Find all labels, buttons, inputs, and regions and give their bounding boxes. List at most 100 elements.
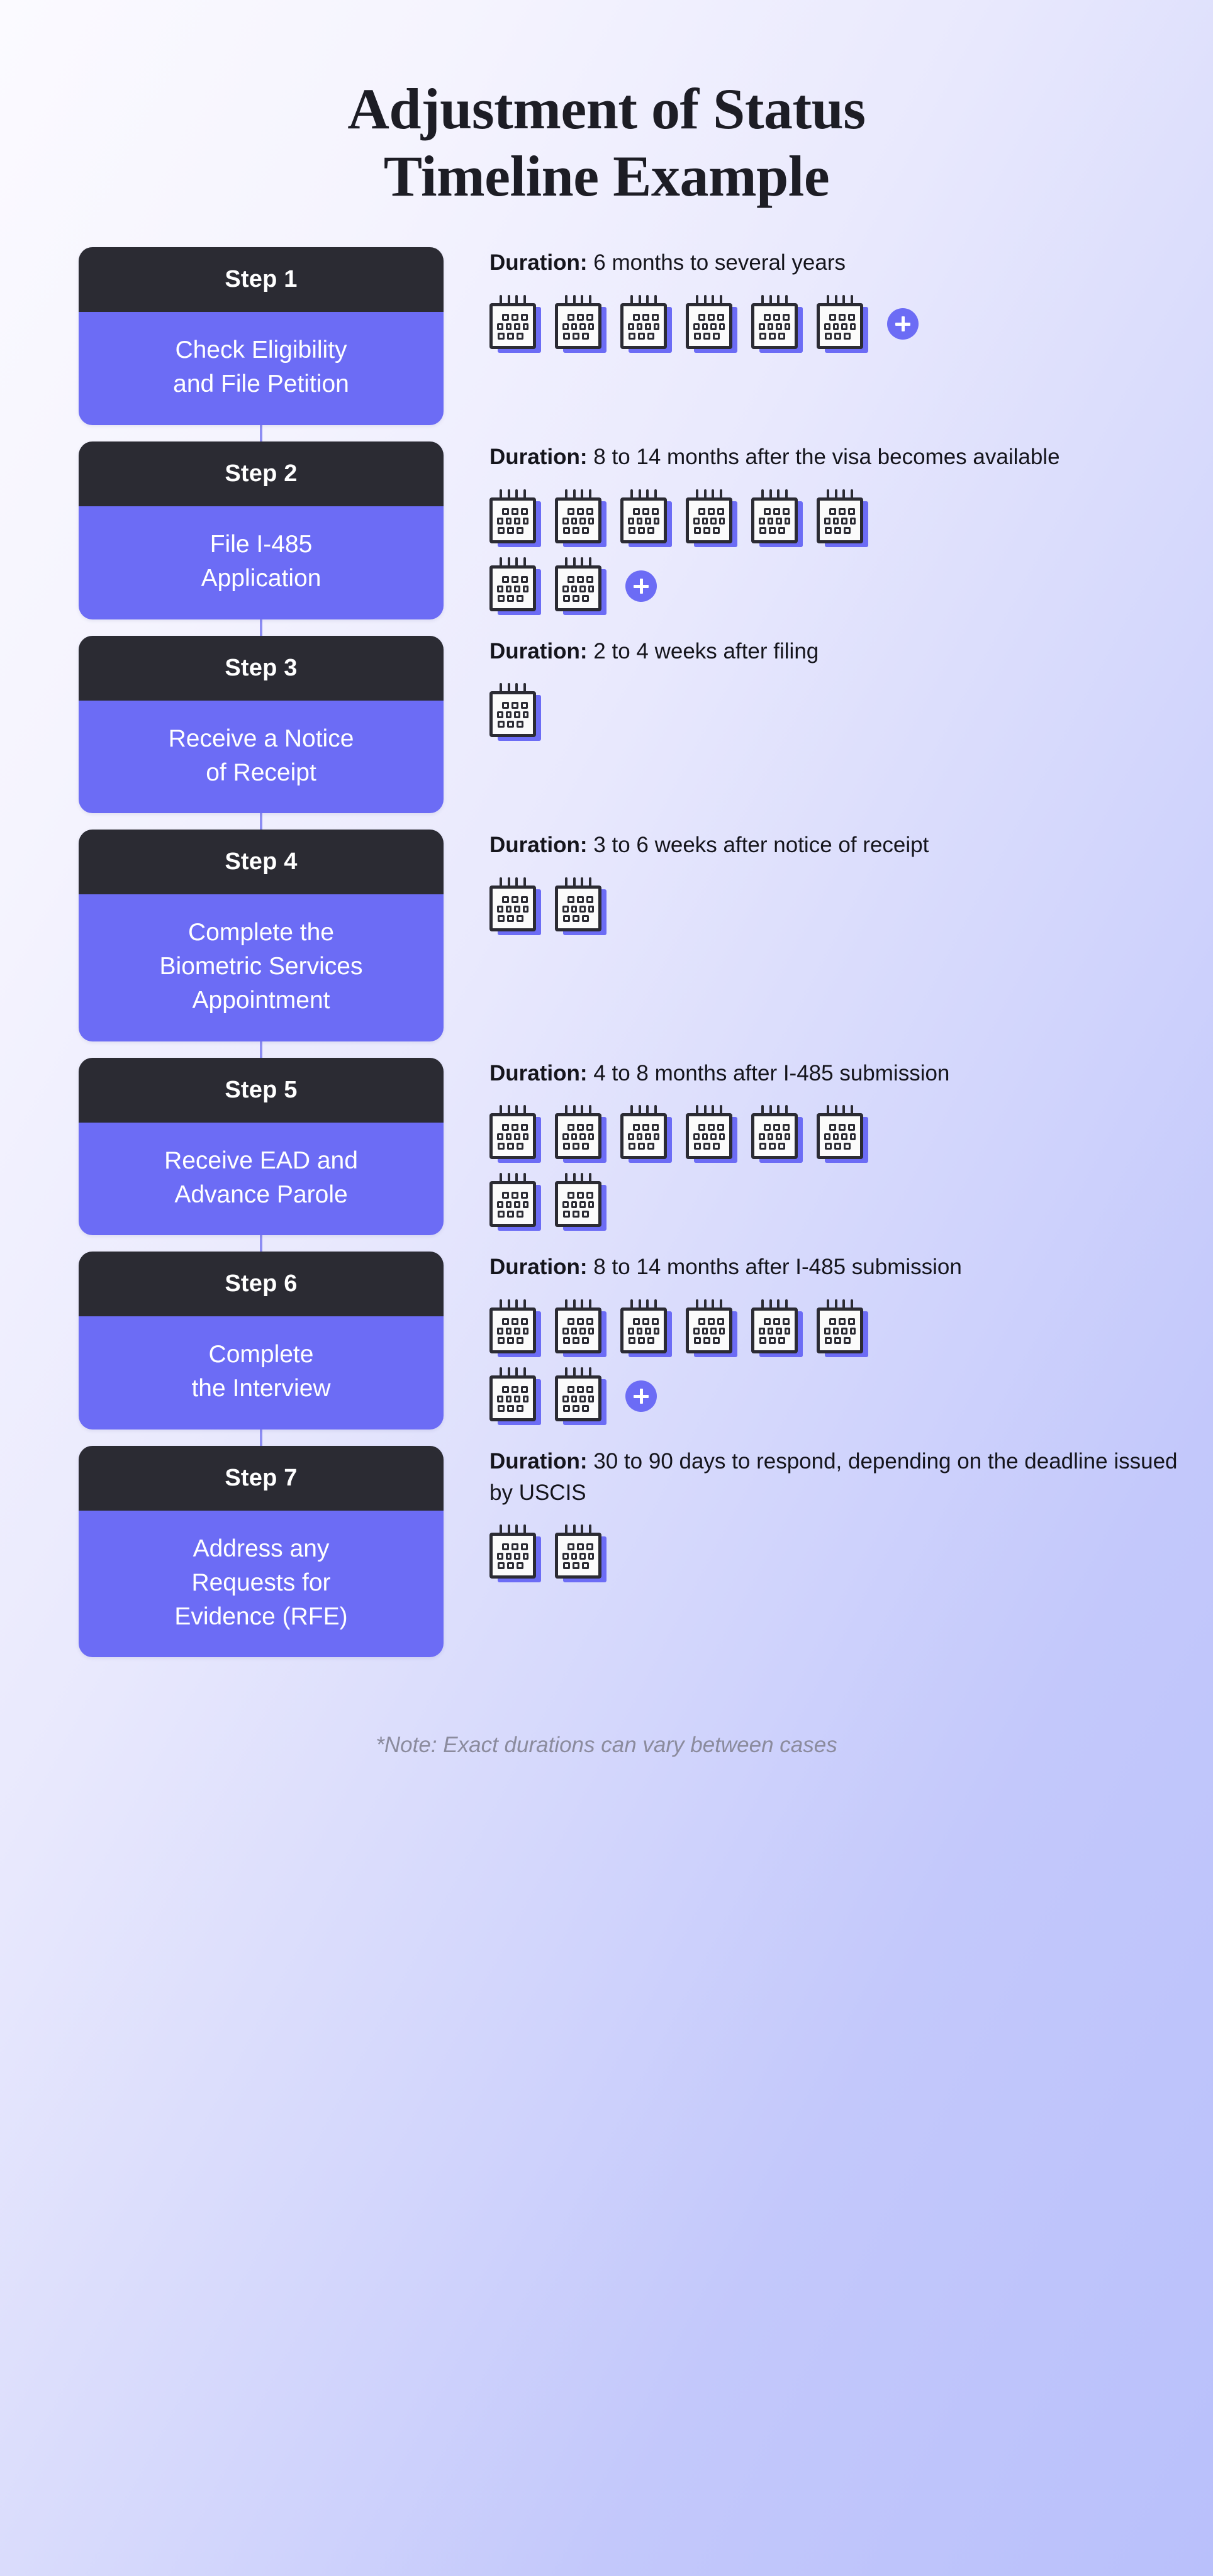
calendar-icon-date-cell (522, 585, 528, 592)
calendar-icon-date-cell (562, 585, 569, 592)
calendar-icon-ring (827, 489, 830, 501)
calendar-icon-date-cell (511, 1124, 518, 1131)
calendar-icon-date-cell (693, 1133, 700, 1141)
calendar-icon-ring (785, 1105, 788, 1117)
calendar-icon-ring (507, 489, 510, 501)
calendar-icon-date-cell (702, 517, 708, 525)
calendar-icon-date-cell (567, 896, 574, 903)
calendar-icon-date-cell (647, 1337, 654, 1345)
calendar-icon-date-cell (497, 1328, 503, 1335)
calendar-icon-ring (523, 877, 526, 889)
calendar-icon-ring (515, 557, 518, 569)
calendar-icon-date-cell (498, 1405, 505, 1413)
calendar-icon-date-row (693, 1328, 725, 1335)
calendar-icon-date-cell (577, 508, 584, 515)
plus-icon[interactable] (625, 570, 657, 602)
calendar-icon-row (489, 557, 1188, 615)
calendar-icon-ring (515, 1524, 518, 1536)
calendar-icon-date-cell (759, 1143, 766, 1150)
calendar-icon-date-row (824, 526, 856, 534)
duration-text: Duration: 8 to 14 months after the visa … (489, 441, 1188, 473)
calendar-icon-binding-rings (690, 1299, 729, 1311)
calendar-icon-date-cell (759, 333, 766, 340)
calendar-icon-date-row (497, 1143, 528, 1150)
calendar-icon-date-cell (577, 1543, 584, 1551)
calendar-icon-date-cell (511, 1192, 518, 1199)
calendar-icon-date-cell (502, 1192, 509, 1199)
calendar-icon-date-cell (824, 323, 830, 331)
calendar-icon-ring (515, 1173, 518, 1185)
calendar-icon-date-cell (562, 1396, 569, 1403)
calendar-icon-date-cell (718, 517, 725, 525)
calendar-icon-date-row (693, 508, 725, 515)
calendar-icon-date-row (562, 508, 594, 515)
calendar-icon-date-cell (825, 1337, 832, 1345)
calendar-icon-date-cell (522, 906, 528, 913)
calendar-icon-date-row (497, 526, 528, 534)
calendar-icon-ring (573, 1173, 576, 1185)
calendar-icon-date-row (824, 314, 856, 321)
calendar-icon-date-cell (511, 702, 518, 709)
plus-icon[interactable] (887, 308, 919, 340)
calendar-icon-date-cell (567, 1318, 574, 1326)
step-title: Complete the Biometric Services Appointm… (79, 894, 444, 1041)
calendar-icon-date-cell (844, 526, 851, 534)
calendar-icon-ring (761, 1105, 764, 1117)
calendar-icon-ring (515, 877, 518, 889)
calendar-icon-binding-rings (755, 295, 794, 307)
calendar-icon-binding-rings (690, 295, 729, 307)
calendar-icon-ring (500, 1173, 503, 1185)
calendar-icon-date-cell (573, 1211, 579, 1218)
calendar-icon-date-cell (834, 1337, 841, 1345)
calendar-icon-date-cell (521, 1318, 528, 1326)
calendar-icon-date-cell (652, 314, 659, 321)
calendar-icon-date-cell (832, 323, 839, 331)
calendar-icon-binding-rings (820, 1299, 859, 1311)
calendar-icon-date-cell (522, 711, 528, 719)
calendar-icon-date-cell (507, 526, 514, 534)
calendar-icon-body (686, 1113, 732, 1160)
calendar-icon-date-row (562, 1405, 594, 1413)
calendar-icon-date-cell (694, 526, 701, 534)
calendar-icon-date-row (693, 526, 725, 534)
calendar-icon (817, 1105, 868, 1163)
calendar-icon-date-cell (844, 333, 851, 340)
calendar-icon-date-cell (588, 1328, 594, 1335)
plus-icon[interactable] (625, 1380, 657, 1413)
calendar-icon-date-row (562, 585, 594, 592)
calendar-icon-date-cell (498, 526, 505, 534)
calendar-icon-date-cell (849, 1328, 856, 1335)
calendar-icon-binding-rings (493, 489, 532, 501)
calendar-icon-date-row (562, 1337, 594, 1345)
calendar-icon-ring (500, 1524, 503, 1536)
calendar-icon-date-cell (778, 1337, 785, 1345)
calendar-icon-date-row (497, 575, 528, 583)
calendar-icon-date-row (562, 1543, 594, 1551)
calendar-icon-date-cell (577, 1318, 584, 1326)
calendar-icon-date-cell (647, 1143, 654, 1150)
calendar-icon-date-cell (562, 906, 569, 913)
calendar-icon-date-cell (848, 1124, 855, 1131)
calendar-icon-date-cell (834, 333, 841, 340)
calendar-icon-date-cell (497, 1553, 503, 1560)
calendar-icon-ring (565, 557, 568, 569)
calendar-icon-ring (638, 1105, 641, 1117)
calendar-icon-date-cell (717, 314, 724, 321)
calendar-icon (817, 1299, 868, 1358)
calendar-icon-binding-rings (624, 489, 663, 501)
calendar-icon-date-row (759, 1124, 790, 1131)
step-title-text: Receive EAD and Advance Parole (164, 1146, 358, 1208)
calendar-icon-date-cell (832, 1328, 839, 1335)
